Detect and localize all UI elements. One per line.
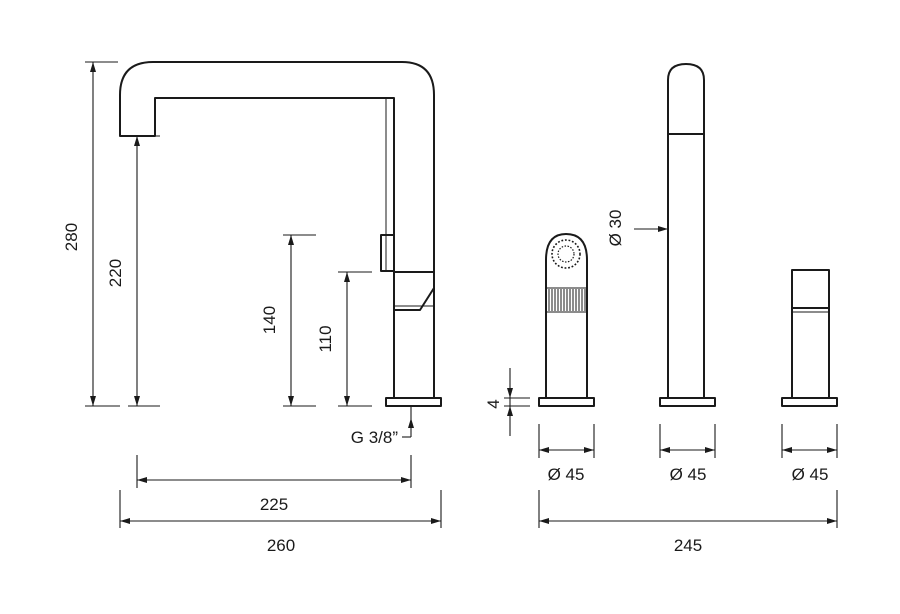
spray-face-icon: [551, 239, 581, 269]
spout-outline: [119, 61, 435, 399]
overall-height-label: 280: [62, 223, 81, 251]
diverter-base: [781, 397, 838, 407]
base-diameter-1-label: Ø 45: [548, 465, 585, 484]
diverter-body: [791, 269, 830, 399]
mixer-tap: [119, 61, 442, 407]
mixer-base: [385, 397, 442, 407]
base-thickness-label: 4: [484, 399, 503, 408]
grip-ridges: [545, 287, 588, 313]
thread-label: G 3/8”: [351, 428, 399, 447]
dimension-lines: [85, 61, 838, 528]
body-marking: [394, 287, 435, 311]
lever-handle: [380, 234, 395, 272]
spout-reach-label: 225: [260, 495, 288, 514]
body-height-label: 110: [316, 325, 335, 352]
shower-body: [545, 233, 588, 398]
overall-width-label: 260: [267, 536, 295, 555]
dimension-labels: 280 220 140 110 4 G 3/8” Ø 30 225 260 Ø …: [62, 210, 828, 555]
components-spacing-label: 245: [674, 536, 702, 555]
lever-height-label: 140: [260, 306, 279, 334]
shower-base: [538, 397, 595, 407]
spray-face-inner-icon: [557, 245, 575, 263]
spout-height-label: 220: [106, 259, 125, 287]
hand-shower: [538, 233, 595, 407]
base-diameter-2-label: Ø 45: [670, 465, 707, 484]
spout-base: [659, 397, 716, 407]
spray-spout: [659, 63, 716, 407]
spout-tube: [667, 63, 705, 398]
spout-diameter-label: Ø 30: [606, 210, 625, 247]
diverter: [781, 269, 838, 407]
base-diameter-3-label: Ø 45: [792, 465, 829, 484]
